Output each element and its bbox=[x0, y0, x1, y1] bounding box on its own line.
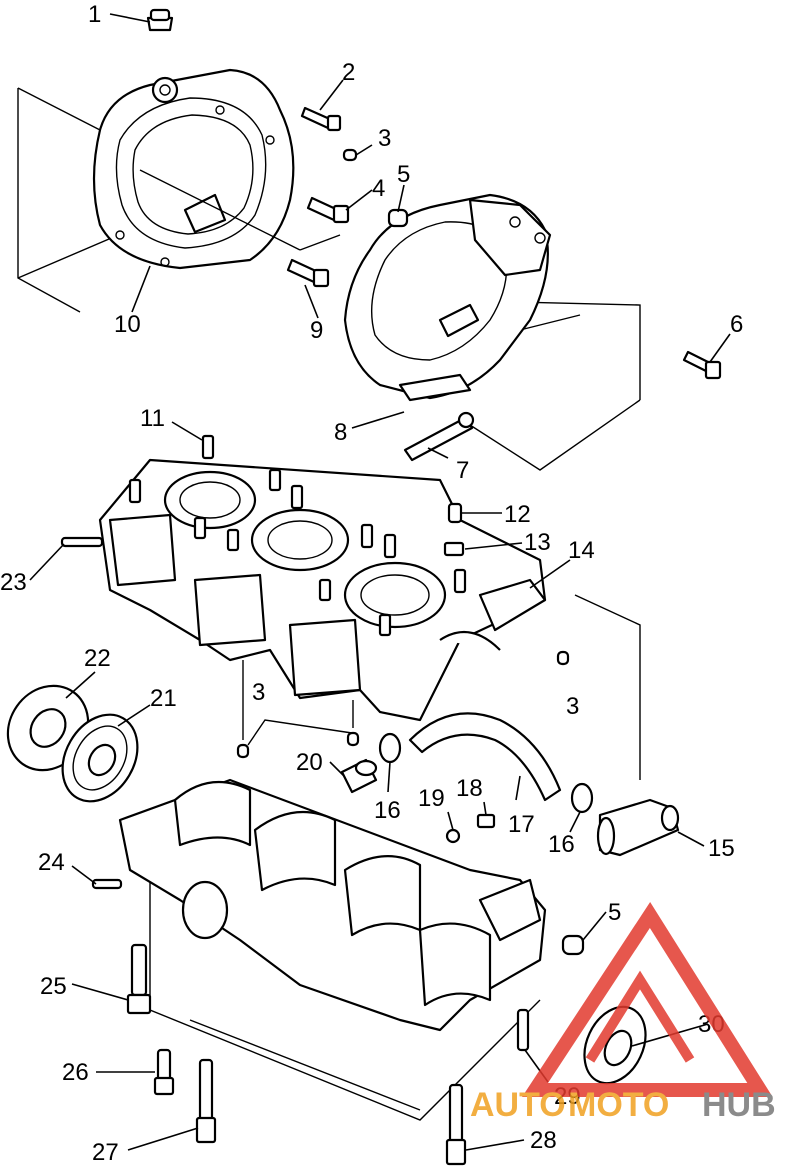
part-25-stud bbox=[126, 943, 152, 1015]
right-end-cover bbox=[343, 193, 641, 471]
callout-8: 8 bbox=[334, 419, 347, 446]
part-24-stud bbox=[91, 878, 123, 890]
part-18-bolt bbox=[476, 813, 496, 829]
part-7-plate bbox=[403, 411, 475, 462]
callout-12: 12 bbox=[504, 501, 531, 528]
callout-6: 6 bbox=[730, 311, 743, 338]
automotohub-watermark: AUTO MOTO HUB bbox=[470, 902, 776, 1124]
callout-4: 4 bbox=[372, 175, 385, 202]
callout-5-lower: 5 bbox=[608, 899, 621, 926]
part-21-seal bbox=[61, 713, 139, 803]
callout-20: 20 bbox=[296, 749, 323, 776]
part-6-bolt bbox=[682, 350, 722, 380]
callout-23: 23 bbox=[0, 569, 27, 596]
watermark-text-auto: AUTO bbox=[470, 1086, 566, 1124]
part-16-clamp bbox=[378, 732, 594, 814]
callout-labels: 1 2 3 4 5 6 7 8 9 10 11 12 13 14 15 16 1… bbox=[0, 1, 743, 1166]
part-9-bolt bbox=[286, 258, 330, 288]
part-2-bolt bbox=[300, 106, 342, 132]
callout-7: 7 bbox=[456, 457, 469, 484]
upper-crankcase bbox=[98, 434, 641, 780]
part-30-seal bbox=[583, 1005, 647, 1085]
part-19-washer bbox=[445, 828, 461, 844]
callout-5-top: 5 bbox=[397, 161, 410, 188]
callout-21: 21 bbox=[150, 685, 177, 712]
callout-1: 1 bbox=[88, 1, 101, 28]
part-26-bolt bbox=[153, 1048, 175, 1096]
callout-15: 15 bbox=[708, 835, 735, 862]
callout-18: 18 bbox=[456, 775, 483, 802]
part-3-dowel-lower bbox=[236, 660, 360, 759]
part-28-bolt bbox=[445, 1083, 467, 1166]
callout-3-top: 3 bbox=[378, 125, 391, 152]
callout-2: 2 bbox=[342, 59, 355, 86]
callout-9: 9 bbox=[310, 317, 323, 344]
callout-17: 17 bbox=[508, 811, 535, 838]
callout-3-right: 3 bbox=[566, 693, 579, 720]
part-3-dowel-right bbox=[556, 650, 570, 666]
callout-25: 25 bbox=[40, 973, 67, 1000]
part-15-elbow bbox=[596, 798, 680, 857]
callout-16-left: 16 bbox=[374, 797, 401, 824]
part-23-stud bbox=[60, 536, 104, 548]
part-3-dowel-top bbox=[342, 148, 358, 162]
part-5-bushing-top bbox=[387, 208, 409, 228]
part-13-clip bbox=[443, 541, 465, 557]
lower-crankcase bbox=[118, 778, 547, 1121]
callout-27: 27 bbox=[92, 1139, 119, 1166]
part-5-bushing-lower bbox=[561, 934, 585, 956]
part-12-screw bbox=[447, 502, 463, 524]
watermark-text-hub: HUB bbox=[702, 1086, 776, 1124]
callout-11: 11 bbox=[140, 405, 165, 432]
callout-3-middle: 3 bbox=[252, 679, 265, 706]
part-4-bolt bbox=[306, 196, 350, 224]
callout-24: 24 bbox=[38, 849, 65, 876]
callout-19: 19 bbox=[418, 785, 445, 812]
part-20-fitting bbox=[340, 758, 378, 794]
left-end-cover bbox=[17, 68, 341, 313]
part-27-bolt bbox=[195, 1058, 217, 1144]
callout-22: 22 bbox=[84, 645, 111, 672]
watermark-text-moto: MOTO bbox=[568, 1086, 669, 1124]
part-17-hose bbox=[408, 712, 562, 802]
callout-16-right: 16 bbox=[548, 831, 575, 858]
part-29-stud bbox=[516, 1008, 530, 1052]
callout-14: 14 bbox=[568, 537, 595, 564]
callout-13: 13 bbox=[524, 529, 551, 556]
callout-26: 26 bbox=[62, 1059, 89, 1086]
callout-10: 10 bbox=[114, 311, 141, 338]
callout-28: 28 bbox=[530, 1127, 557, 1154]
part-1-plug bbox=[146, 8, 174, 32]
